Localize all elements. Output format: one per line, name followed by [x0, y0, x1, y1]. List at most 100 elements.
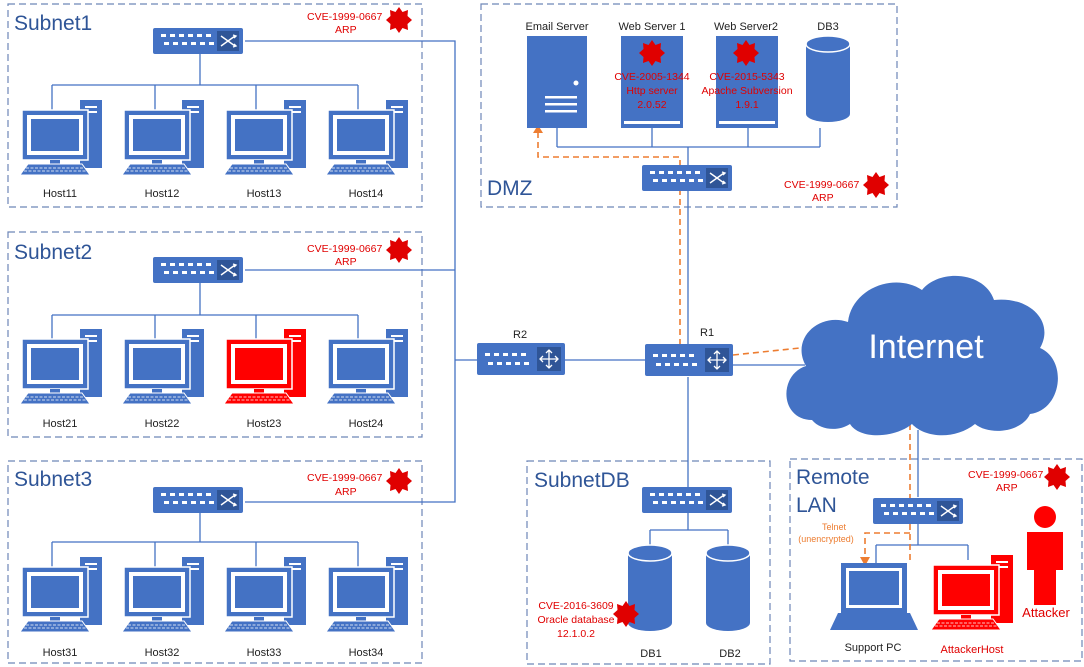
- remote-switch-vuln: CVE-1999-0667 ARP: [968, 464, 1070, 494]
- db1-label: DB1: [640, 648, 661, 660]
- db3-label: DB3: [817, 21, 838, 33]
- attacker-host-label: AttackerHost: [941, 644, 1004, 656]
- svg-text:Oracle database: Oracle database: [537, 614, 614, 626]
- svg-text:CVE-2016-3609: CVE-2016-3609: [538, 600, 613, 612]
- host-label: Host12: [145, 188, 180, 200]
- vuln-burst-icon: [386, 237, 412, 263]
- subnet1-switch-vuln: CVE-1999-0667 ARP: [307, 7, 412, 36]
- svg-text:CVE-2005-1344: CVE-2005-1344: [614, 71, 689, 83]
- host-pc-icon: [223, 556, 307, 633]
- web-server-2-label: Web Server2: [714, 21, 778, 33]
- subnet3-switch: [152, 486, 244, 514]
- dmz-label: DMZ: [487, 177, 533, 200]
- svg-text:ARP: ARP: [812, 192, 834, 204]
- svg-text:ARP: ARP: [335, 24, 357, 36]
- host-label: Host24: [349, 418, 384, 430]
- subnet2-label: Subnet2: [14, 241, 92, 264]
- host-pc-icon: [121, 99, 205, 176]
- db2-server: DB2: [705, 544, 751, 660]
- subnet3-switch-vuln: CVE-1999-0667 ARP: [307, 468, 412, 498]
- attacker-pc-icon: [930, 554, 1014, 631]
- svg-text:12.1.0.2: 12.1.0.2: [557, 628, 595, 640]
- web-server-1-label: Web Server 1: [618, 21, 685, 33]
- router-r2: [476, 342, 566, 376]
- host-pc-icon: [325, 556, 409, 633]
- svg-text:CVE-1999-0667: CVE-1999-0667: [307, 11, 382, 23]
- subnet3-hosts: Host31 Host32 Host33 Host34: [19, 556, 409, 659]
- subnet2-hosts: Host21 Host22 Host23 Host24: [19, 328, 409, 430]
- attacker: Attacker: [1022, 506, 1071, 620]
- svg-text:ARP: ARP: [335, 256, 357, 268]
- subnetdb-zone: [526, 460, 771, 665]
- host-label: Host21: [43, 418, 78, 430]
- svg-text:2.0.52: 2.0.52: [637, 99, 666, 111]
- host-label: Host22: [145, 418, 180, 430]
- subnet1-hosts: Host11 Host12 Host13 Host14: [19, 99, 409, 200]
- database-icon: [705, 544, 751, 632]
- host-pc-icon: [19, 99, 103, 176]
- host-label: Host14: [349, 188, 384, 200]
- svg-text:CVE-1999-0667: CVE-1999-0667: [307, 243, 382, 255]
- svg-text:CVE-1999-0667: CVE-1999-0667: [968, 469, 1043, 481]
- db1-vuln: CVE-2016-3609 Oracle database 12.1.0.2: [537, 600, 639, 640]
- svg-text:CVE-1999-0667: CVE-1999-0667: [784, 179, 859, 191]
- subnet1-switch: [152, 27, 244, 55]
- svg-text:ARP: ARP: [335, 486, 357, 498]
- host-pc-icon: [325, 328, 409, 405]
- svg-text:Apache Subversion: Apache Subversion: [701, 85, 792, 97]
- svg-text:Http server: Http server: [626, 85, 678, 97]
- web-server-2: Web Server2 CVE-2015-5343 Apache Subvers…: [701, 21, 793, 128]
- vuln-burst-icon: [1044, 464, 1070, 490]
- attack-path: [533, 125, 911, 566]
- remote-switch: [872, 497, 964, 525]
- svg-text:CVE-2015-5343: CVE-2015-5343: [709, 71, 784, 83]
- svg-text:1.9.1: 1.9.1: [735, 99, 759, 111]
- attacker-label: Attacker: [1022, 605, 1070, 620]
- remote-lan-label-2: LAN: [796, 494, 837, 517]
- host-pc-icon: [19, 328, 103, 405]
- host-label: Host34: [349, 647, 384, 659]
- vuln-burst-icon: [386, 7, 412, 33]
- remote-lan-label: Remote: [796, 466, 870, 489]
- host-pc-icon-compromised: [223, 328, 307, 405]
- telnet-note: Telnet (unencrypted): [798, 522, 854, 544]
- vuln-burst-icon: [386, 468, 412, 494]
- support-pc: Support PC: [830, 563, 918, 654]
- dmz-zone: [480, 3, 898, 208]
- host-pc-icon: [325, 99, 409, 176]
- person-icon: [1027, 506, 1063, 605]
- remote-lan-zone: [789, 458, 1083, 662]
- cloud-icon: [786, 275, 1058, 436]
- support-pc-label: Support PC: [845, 642, 902, 654]
- dmz-switch: [641, 164, 733, 192]
- network-wires: [51, 40, 969, 568]
- email-server-label: Email Server: [526, 21, 589, 33]
- svg-text:ARP: ARP: [996, 482, 1018, 494]
- internet-cloud: Internet: [786, 275, 1058, 436]
- host-pc-icon: [121, 328, 205, 405]
- host-label: Host23: [247, 418, 282, 430]
- db3-server: DB3: [805, 21, 851, 123]
- host-pc-icon: [121, 556, 205, 633]
- subnet3-label: Subnet3: [14, 468, 92, 491]
- dmz-switch-vuln: CVE-1999-0667 ARP: [784, 172, 889, 204]
- db-switch: [641, 486, 733, 514]
- router-r1-label: R1: [700, 327, 714, 339]
- router-r2-label: R2: [513, 329, 527, 341]
- vuln-burst-icon: [863, 172, 889, 198]
- email-server: Email Server: [526, 21, 589, 128]
- web-server-1: Web Server 1 CVE-2005-1344 Http server 2…: [614, 21, 690, 128]
- subnet2-switch-vuln: CVE-1999-0667 ARP: [307, 237, 412, 268]
- subnet2-switch: [152, 256, 244, 284]
- internet-label: Internet: [868, 328, 984, 366]
- db1-server: DB1: [627, 544, 673, 660]
- host-pc-icon: [223, 99, 307, 176]
- host-label: Host11: [43, 188, 77, 200]
- attacker-host: AttackerHost: [930, 554, 1014, 656]
- subnet1-label: Subnet1: [14, 12, 92, 35]
- db2-label: DB2: [719, 648, 740, 660]
- database-icon: [627, 544, 673, 632]
- svg-text:CVE-1999-0667: CVE-1999-0667: [307, 472, 382, 484]
- host-label: Host32: [145, 647, 180, 659]
- database-icon: [805, 35, 851, 123]
